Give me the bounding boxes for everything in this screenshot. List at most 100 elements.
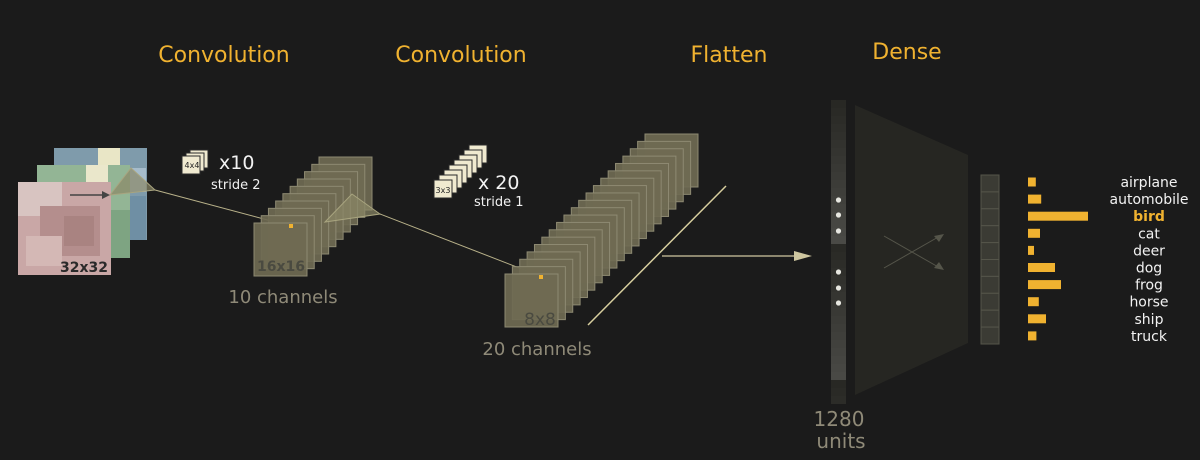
output-bar — [1028, 194, 1042, 204]
output-bar — [1028, 280, 1061, 290]
flatten-unit — [831, 100, 846, 108]
flatten-active-unit — [835, 300, 842, 306]
flatten-units-count: 1280 — [814, 407, 865, 431]
dense-unit — [980, 191, 1000, 210]
dense-unit — [980, 174, 1000, 193]
conv2-active-pixel — [539, 275, 543, 279]
dense-unit — [980, 225, 1000, 244]
input-size-label: 32x32 — [60, 260, 108, 276]
stage-title-flatten: Flatten — [691, 43, 768, 68]
output-bar — [1028, 177, 1036, 187]
flatten-unit — [831, 172, 846, 180]
flatten-unit — [831, 324, 846, 332]
class-label: frog — [1135, 278, 1163, 294]
conv2-channels-label: 20 channels — [482, 339, 591, 360]
dense-unit — [980, 309, 1000, 328]
flatten-active-unit — [835, 228, 842, 234]
flatten-unit — [831, 396, 846, 404]
input-image-stack: 32x32 — [18, 148, 147, 276]
flatten-unit — [831, 292, 846, 300]
conv2-feature-map-stack — [504, 133, 699, 328]
class-label: ship — [1135, 312, 1164, 328]
flatten-arrowhead — [794, 251, 812, 261]
conv1-feature-map — [253, 222, 308, 277]
flatten-unit — [831, 220, 846, 228]
receptive-field-2 — [323, 193, 541, 277]
flatten-unit — [831, 332, 846, 340]
flatten-unit — [831, 140, 846, 148]
flatten-unit — [831, 364, 846, 372]
flatten-unit — [831, 204, 846, 212]
flatten-unit — [831, 380, 846, 388]
dense-unit — [980, 242, 1000, 261]
flatten-unit — [831, 108, 846, 116]
class-label: horse — [1129, 295, 1168, 311]
flatten-unit — [831, 276, 846, 284]
class-label: bird — [1133, 209, 1165, 225]
output-bar — [1028, 228, 1040, 238]
flatten-divider-line — [587, 185, 727, 326]
flatten-unit — [831, 308, 846, 316]
output-probability-bars — [1028, 177, 1088, 341]
output-bar — [1028, 263, 1055, 272]
conv1-active-pixel — [289, 224, 293, 228]
class-label: deer — [1133, 243, 1165, 259]
class-label: truck — [1131, 329, 1168, 345]
input-channel-red — [18, 182, 111, 275]
conv2-filter-count: x 20 — [478, 172, 519, 194]
conv1-map-size: 16x16 — [257, 259, 305, 275]
conv2-map-size: 8x8 — [524, 310, 556, 330]
conv1-filter-count: x10 — [219, 152, 254, 174]
dense-block — [855, 105, 968, 395]
flatten-unit — [831, 188, 846, 196]
flatten-unit — [831, 388, 846, 396]
flattened-vector — [831, 100, 846, 404]
flatten-unit — [831, 316, 846, 324]
flatten-unit — [831, 244, 846, 252]
dense-unit — [980, 275, 1000, 294]
flatten-active-unit — [835, 269, 842, 275]
flatten-unit — [831, 348, 846, 356]
flatten-active-unit — [835, 197, 842, 203]
flatten-unit — [831, 236, 846, 244]
stage-title-convolution-2: Convolution — [395, 43, 526, 68]
flatten-active-unit — [835, 285, 842, 291]
flatten-unit — [831, 372, 846, 380]
flatten-unit — [831, 252, 846, 260]
conv1-kernel-size: 4x4 — [185, 161, 200, 170]
output-bar — [1028, 331, 1037, 341]
flatten-unit — [831, 132, 846, 140]
dense-unit — [980, 292, 1000, 311]
conv2-feature-map — [504, 273, 559, 328]
conv2-stride: stride 1 — [474, 195, 523, 210]
output-bar — [1028, 314, 1046, 324]
stage-title-dense: Dense — [872, 40, 941, 65]
flatten-unit — [831, 124, 846, 132]
conv2-kernel-size: 3x3 — [436, 186, 451, 195]
flatten-unit — [831, 180, 846, 188]
conv1-stride: stride 2 — [211, 178, 260, 193]
output-bar — [1028, 297, 1039, 307]
dense-unit — [980, 259, 1000, 277]
dense-unit — [980, 208, 1000, 227]
flatten-unit — [831, 116, 846, 124]
conv2-kernel — [433, 179, 453, 199]
output-bar — [1028, 245, 1034, 255]
dense-output-units — [980, 174, 1000, 345]
flatten-unit — [831, 148, 846, 156]
conv2-kernels — [433, 144, 488, 199]
flatten-active-unit — [835, 212, 842, 218]
conv1-kernels: 4x4 — [181, 149, 209, 175]
class-label: dog — [1136, 261, 1162, 277]
flatten-unit — [831, 156, 846, 164]
class-label: airplane — [1120, 175, 1177, 191]
class-label: automobile — [1110, 192, 1189, 208]
flatten-unit — [831, 356, 846, 364]
flatten-unit — [831, 340, 846, 348]
conv1-channels-label: 10 channels — [228, 287, 337, 308]
stage-title-convolution-1: Convolution — [158, 43, 289, 68]
flatten-unit — [831, 260, 846, 268]
class-label: cat — [1138, 226, 1160, 242]
